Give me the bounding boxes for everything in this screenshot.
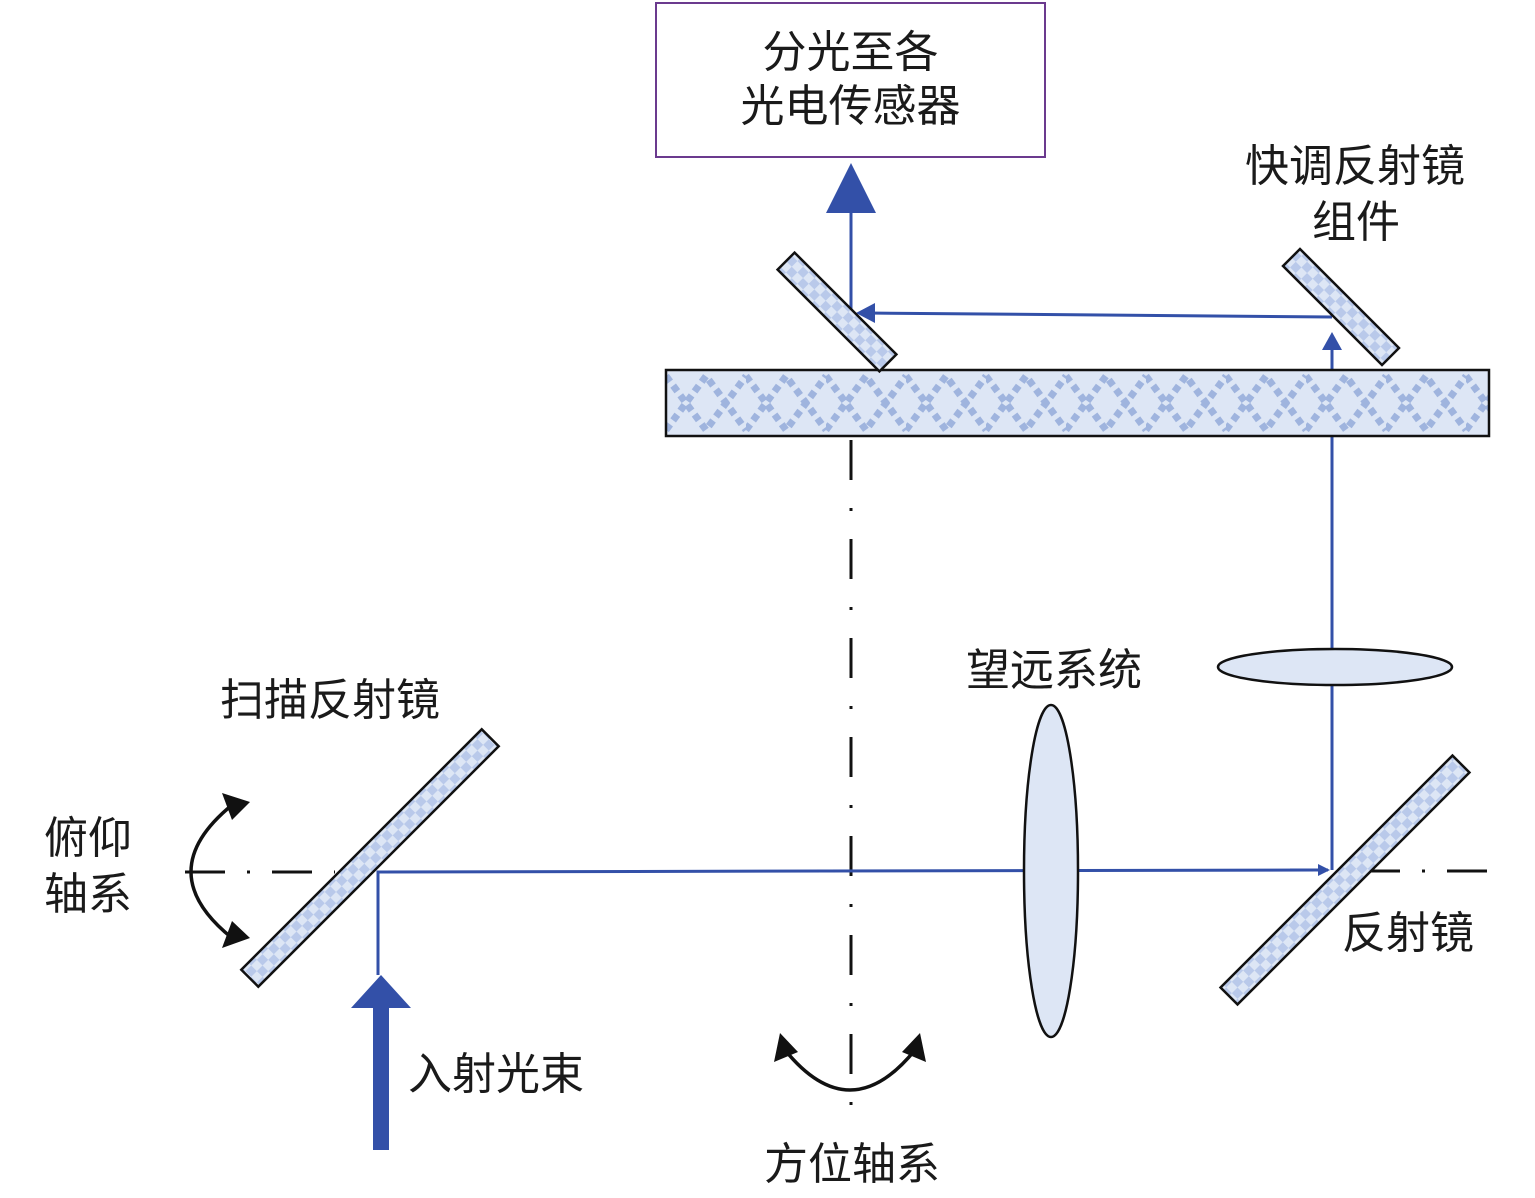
telescope-label: 望远系统 xyxy=(966,645,1142,696)
relay-lens xyxy=(1216,647,1454,687)
pitch-rotation-arrow xyxy=(189,803,234,940)
pitch-arrowhead-top xyxy=(222,793,250,820)
incident-beam-shaft xyxy=(373,1005,389,1150)
photoelectric-sensor-box: 分光至各 光电传感器 xyxy=(655,2,1046,158)
beam-splitter-mirror xyxy=(775,250,899,374)
beam-to-box-arrowhead xyxy=(826,163,876,213)
incident-beam-label: 入射光束 xyxy=(408,1049,584,1100)
reflector-label: 反射镜 xyxy=(1342,908,1474,959)
optical-bench xyxy=(664,368,1491,438)
pitch-label-line1: 俯仰 xyxy=(44,813,132,864)
output-box-line1: 分光至各 xyxy=(762,27,939,78)
beam-path-lower xyxy=(376,868,1319,975)
output-box-line2: 光电传感器 xyxy=(740,81,961,132)
beam-up-arrowhead xyxy=(1322,332,1342,350)
telescope-lens xyxy=(1022,703,1080,1039)
reflector-mirror xyxy=(1218,753,1472,1007)
azimuth-arrowhead-left xyxy=(774,1033,798,1062)
scan-mirror xyxy=(239,727,501,989)
beam-left-arrowhead xyxy=(856,303,875,323)
beam-upper-horizontal xyxy=(865,311,1333,319)
incident-beam-arrowhead xyxy=(351,975,411,1008)
pitch-label-line2: 轴系 xyxy=(44,869,132,920)
fsm-label-line2: 组件 xyxy=(1312,197,1400,248)
azimuth-label: 方位轴系 xyxy=(764,1139,940,1190)
scan-mirror-label: 扫描反射镜 xyxy=(220,675,440,726)
azimuth-rotation-arrow xyxy=(783,1048,917,1092)
fsm-label-line1: 快调反射镜 xyxy=(1245,141,1465,192)
pitch-arrowhead-bottom xyxy=(222,921,250,948)
fast-steering-mirror xyxy=(1281,247,1401,367)
azimuth-arrowhead-right xyxy=(902,1033,926,1062)
